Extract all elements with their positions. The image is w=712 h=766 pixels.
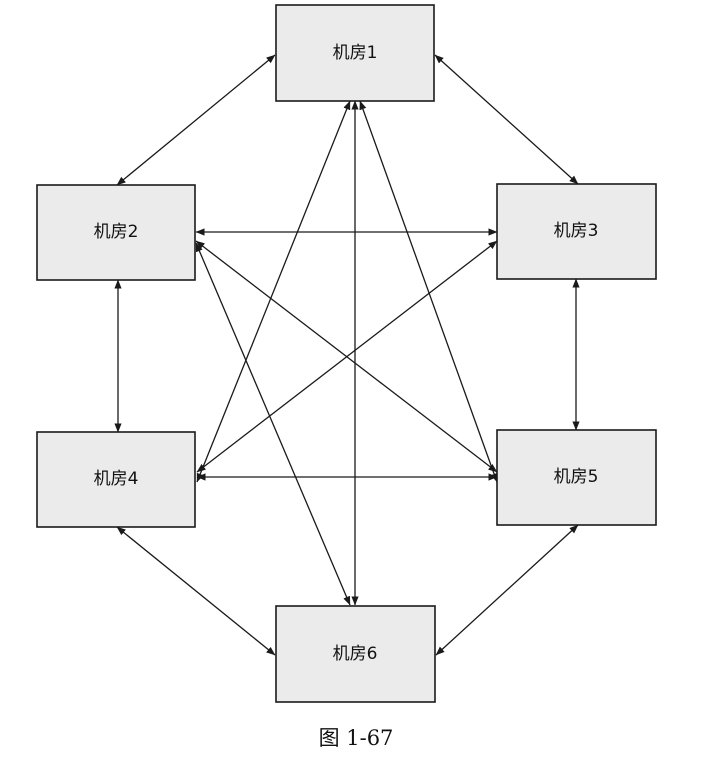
node-jifang-6: 机房6	[275, 605, 436, 703]
node-jifang-1: 机房1	[275, 4, 435, 102]
node-jifang-4: 机房4	[36, 431, 196, 528]
connection-lines	[114, 54, 580, 656]
node-label-1: 机房1	[333, 43, 378, 63]
arrow-n5-n6	[435, 524, 579, 656]
arrow-n1-n3	[434, 54, 579, 185]
datacenter-mesh-diagram: 机房1 机房2 机房3 机房4 机房5 机房6	[36, 4, 657, 703]
node-jifang-2: 机房2	[36, 184, 196, 281]
node-jifang-3: 机房3	[496, 183, 657, 280]
node-label-2: 机房2	[94, 222, 139, 242]
node-label-5: 机房5	[554, 467, 599, 487]
arrow-n3-n4	[196, 240, 498, 473]
arrow-n2-n6	[195, 242, 351, 606]
arrow-n4-n6	[116, 526, 276, 656]
node-label-6: 机房6	[333, 644, 378, 664]
arrow-n1-n2	[116, 54, 276, 186]
node-jifang-5: 机房5	[496, 429, 657, 526]
arrow-n1-n5	[359, 100, 498, 483]
node-label-4: 机房4	[94, 469, 139, 489]
node-label-3: 机房3	[554, 221, 599, 241]
figure-caption: 图 1-67	[318, 726, 394, 750]
